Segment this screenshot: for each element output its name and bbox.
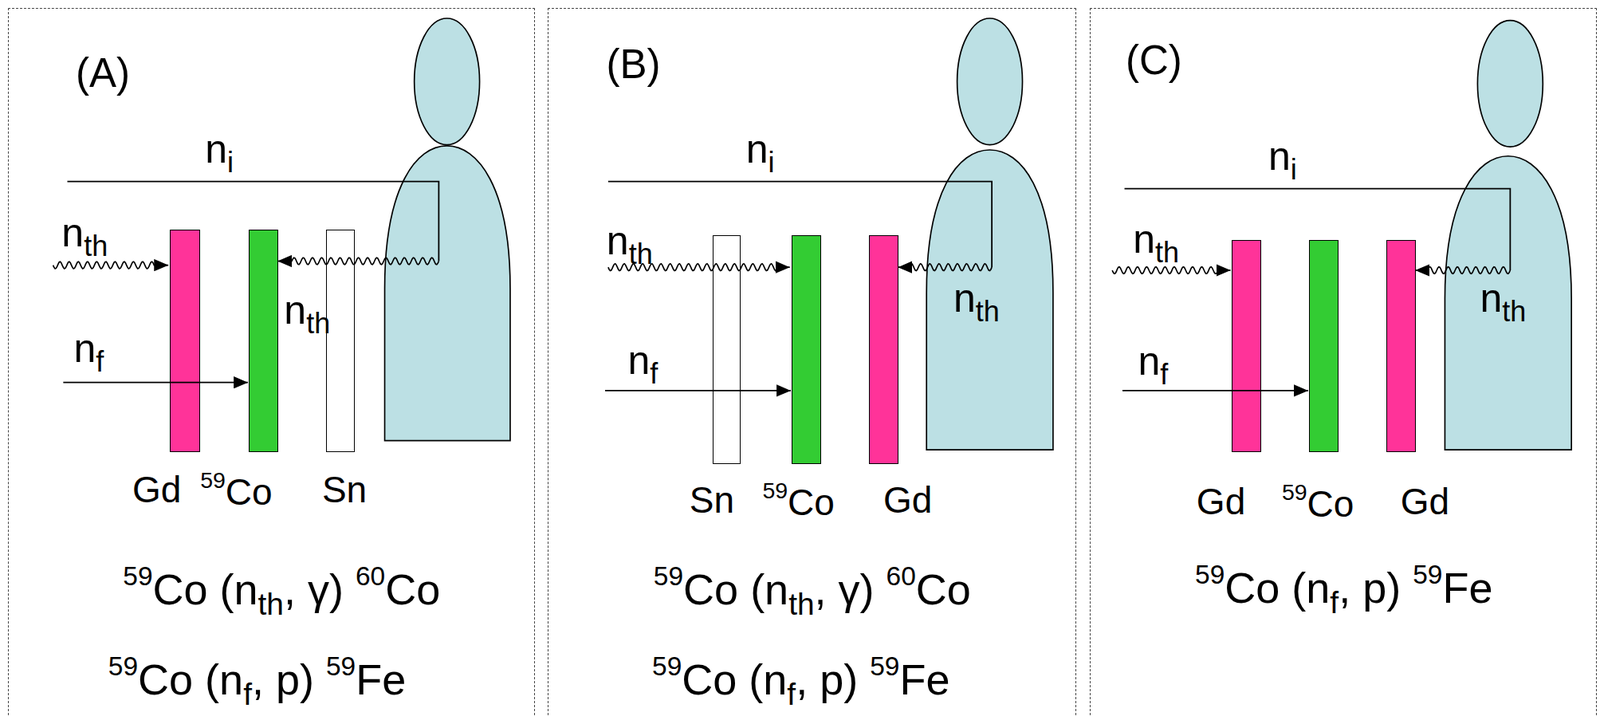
plate-label: Sn <box>689 481 735 519</box>
subscript: f <box>649 357 658 390</box>
shield-plate: Gd <box>1386 239 1416 453</box>
subscript: th <box>628 237 653 271</box>
shield-plate: Sn <box>712 235 741 464</box>
reaction-formula: 59Co (nf, p) 59Fe <box>1195 561 1493 618</box>
shield-plate: 59Co <box>1309 239 1339 453</box>
panel-letter: (A) <box>75 51 130 93</box>
mass-number: 59 <box>1281 479 1308 505</box>
mass-number: 59 <box>1195 559 1225 590</box>
plate-label: 59Co <box>762 479 835 521</box>
neutron-label: nth <box>1479 278 1526 327</box>
plate-label: Gd <box>883 481 932 519</box>
neutron-label: nth <box>1132 219 1180 268</box>
plate-label: Sn <box>322 471 367 508</box>
subscript: th <box>83 229 108 263</box>
reaction-formula: 59Co (nf, p) 59Fe <box>652 652 950 710</box>
neutron-label: nf <box>1137 341 1168 390</box>
subscript: th <box>258 586 284 622</box>
subscript: f <box>786 676 796 712</box>
human-head <box>1477 20 1543 148</box>
plate-label: 59Co <box>200 468 273 511</box>
human-head <box>957 18 1023 146</box>
mass-number: 59 <box>1412 559 1443 590</box>
shield-plate: Sn <box>326 229 355 453</box>
plate-label: Gd <box>132 471 181 508</box>
subscript: th <box>975 294 1000 328</box>
subscript: f <box>1159 357 1168 391</box>
thermal-neutron-arrow <box>897 263 992 272</box>
mass-number: 59 <box>200 467 226 493</box>
subscript: i <box>227 145 234 179</box>
mass-number: 60 <box>886 562 916 592</box>
neutron-label: ni <box>204 129 234 177</box>
mass-number: 59 <box>108 651 138 681</box>
thermal-neutron-arrow <box>1415 267 1510 275</box>
subscript: i <box>767 145 775 179</box>
subscript: th <box>788 586 814 622</box>
neutron-label: ni <box>1268 136 1298 185</box>
neutron-label: nth <box>61 212 108 261</box>
human-body <box>385 145 511 441</box>
neutron-label: nf <box>627 340 658 389</box>
subscript: th <box>306 306 331 340</box>
human-head <box>414 18 480 146</box>
mass-number: 59 <box>762 477 788 504</box>
mass-number: 59 <box>122 562 153 592</box>
plate-label: Gd <box>1196 483 1246 520</box>
neutron-label: ni <box>746 129 775 177</box>
reaction-formula: 59Co (nth, γ) 60Co <box>653 563 972 621</box>
neutron-label: nf <box>73 328 104 377</box>
shield-plate: Gd <box>868 235 899 464</box>
shield-plate: 59Co <box>248 229 279 453</box>
subscript: i <box>1290 153 1298 186</box>
fast-neutron-arrow <box>605 389 791 392</box>
human-body <box>926 149 1054 450</box>
shield-plate: Gd <box>1231 239 1262 453</box>
subscript: th <box>1501 294 1526 328</box>
neutron-label: nth <box>283 290 331 339</box>
thermal-neutron-arrow <box>277 257 439 265</box>
thermal-neutron-arrow <box>53 261 170 269</box>
incident-neutron-line <box>608 181 992 268</box>
mass-number: 59 <box>326 651 356 681</box>
subscript: th <box>1155 235 1180 268</box>
panel-letter: (C) <box>1125 39 1183 81</box>
shield-plate: Gd <box>169 229 200 453</box>
neutron-label: nth <box>606 220 653 269</box>
subscript: f <box>95 344 104 378</box>
plate-label: 59Co <box>1281 480 1355 523</box>
fast-neutron-arrow <box>1122 389 1309 392</box>
mass-number: 59 <box>652 651 682 681</box>
incident-neutron-line <box>1124 188 1511 271</box>
neutron-label: nth <box>953 278 1000 327</box>
plate-label: Gd <box>1400 483 1450 520</box>
mass-number: 59 <box>653 562 684 592</box>
panel-letter: (B) <box>606 43 661 85</box>
reaction-formula: 59Co (nf, p) 59Fe <box>108 652 406 710</box>
fast-neutron-arrow <box>62 381 248 384</box>
incident-neutron-line <box>66 181 439 262</box>
subscript: f <box>1329 585 1339 620</box>
mass-number: 60 <box>355 562 386 592</box>
shield-plate: 59Co <box>791 235 822 464</box>
mass-number: 59 <box>869 651 900 681</box>
reaction-formula: 59Co (nth, γ) 60Co <box>122 563 441 621</box>
subscript: f <box>243 676 252 712</box>
human-body <box>1444 156 1572 450</box>
